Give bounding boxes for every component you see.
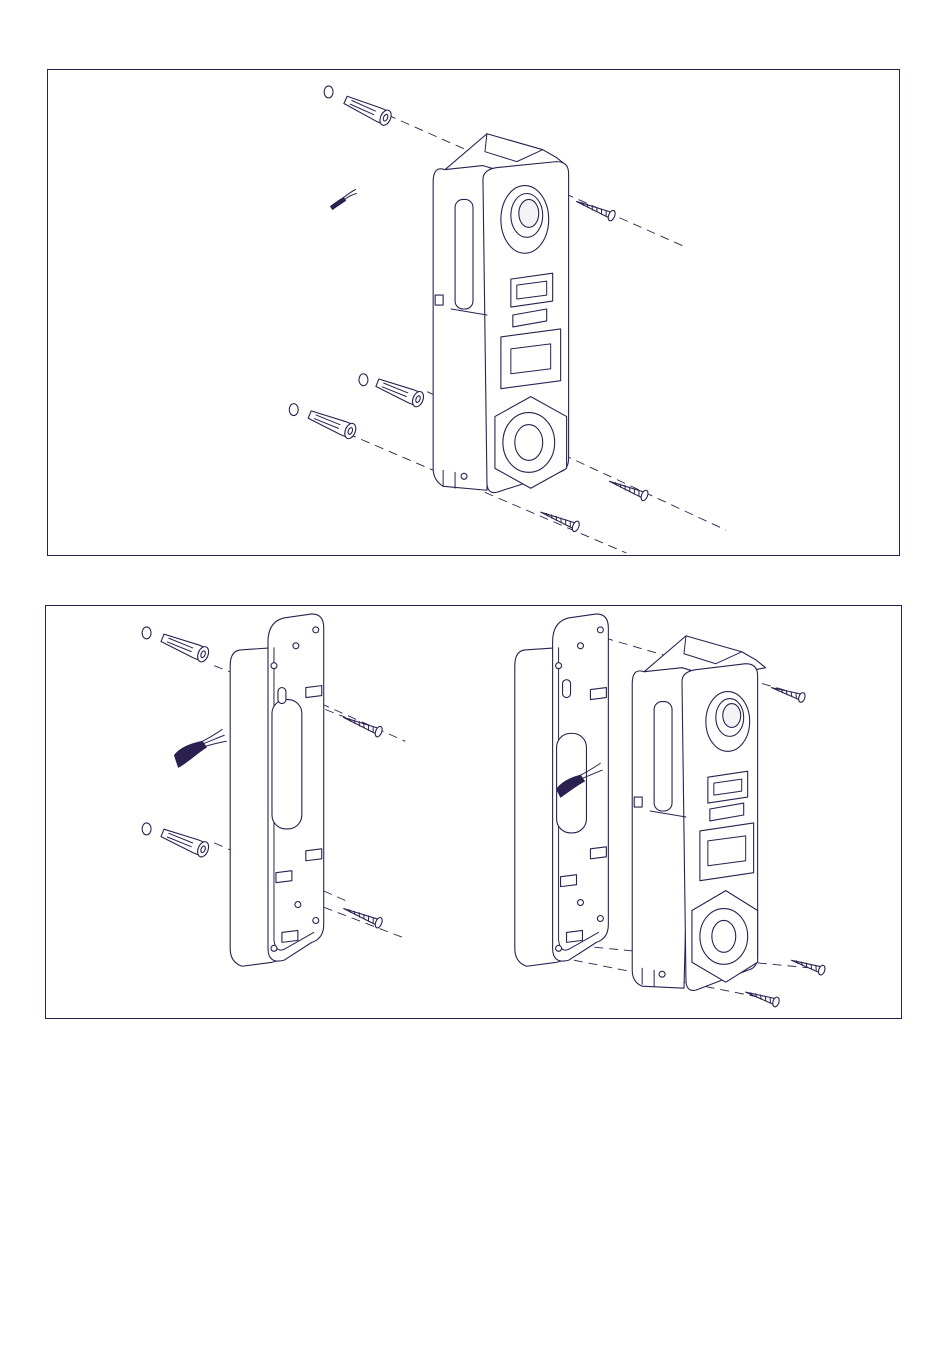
wall-plug-icon xyxy=(342,93,393,127)
wall-plug-icon xyxy=(160,826,211,859)
mounting-plate-assembly-illustration xyxy=(46,606,901,1018)
screw-icon xyxy=(342,712,384,737)
illustration-panel-top xyxy=(47,69,900,556)
washer-icon xyxy=(142,627,151,639)
mounting-plate-icon xyxy=(230,614,324,966)
doorbell-unit-icon xyxy=(632,636,765,991)
washer-icon xyxy=(324,86,333,98)
doorbell-wall-mount-illustration xyxy=(48,70,899,555)
screw-icon xyxy=(770,683,806,703)
wire-bundle-icon xyxy=(174,729,226,767)
washer-icon xyxy=(142,823,151,835)
washer-icon xyxy=(289,404,298,416)
screw-icon xyxy=(744,987,780,1007)
washer-icon xyxy=(359,374,368,386)
illustration-panel-bottom xyxy=(45,605,902,1019)
mounting-plate-icon xyxy=(515,614,609,966)
wall-plug-icon xyxy=(374,375,425,408)
wall-plug-icon xyxy=(160,630,211,663)
screw-icon xyxy=(539,507,581,532)
wire-bundle-icon xyxy=(331,190,357,210)
screw-icon xyxy=(790,956,826,976)
alignment-line xyxy=(321,704,406,742)
doorbell-unit-icon xyxy=(433,134,568,493)
screw-icon xyxy=(607,476,649,501)
wall-plug-icon xyxy=(307,407,358,440)
screw-icon xyxy=(342,903,384,928)
